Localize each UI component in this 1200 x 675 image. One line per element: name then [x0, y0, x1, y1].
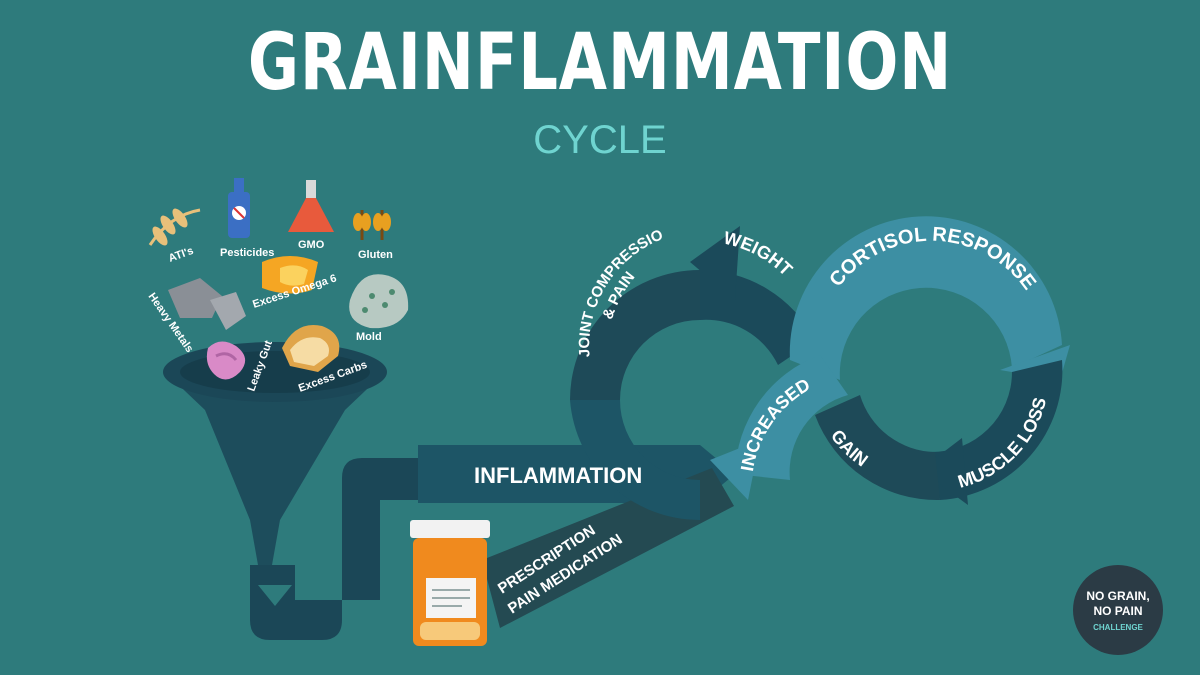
grain-icon	[353, 210, 391, 240]
rocks-icon	[168, 278, 246, 330]
page-title: GRAINFLAMMATION	[247, 18, 953, 108]
page-subtitle: CYCLE	[533, 118, 667, 162]
inflammation-label: INFLAMMATION	[474, 463, 642, 488]
intestine-icon	[206, 341, 246, 380]
right-loop	[710, 216, 1070, 505]
funnel	[163, 342, 430, 640]
challenge-badge: NO GRAIN, NO PAIN CHALLENGE	[1073, 565, 1163, 655]
mold-icon	[349, 274, 409, 329]
gluten-label: Gluten	[358, 249, 393, 261]
joint-compression-label: JOINT COMPRESSION	[0, 0, 666, 358]
gmo-label: GMO	[298, 239, 325, 251]
bread-icon	[282, 324, 340, 372]
wheat-icon	[148, 208, 201, 246]
pill-bottle-icon	[410, 520, 490, 646]
badge-line1: NO GRAIN,	[1086, 589, 1149, 603]
badge-line2: NO PAIN	[1093, 604, 1142, 618]
mold-label: Mold	[356, 331, 382, 343]
left-loop	[570, 226, 815, 521]
spray-bottle-icon	[228, 178, 250, 238]
pesticides-label: Pesticides	[220, 247, 274, 259]
flask-icon	[288, 180, 334, 232]
ati-label: ATI's	[167, 245, 195, 265]
oil-icon	[262, 256, 318, 294]
badge-line3: CHALLENGE	[1093, 623, 1143, 632]
